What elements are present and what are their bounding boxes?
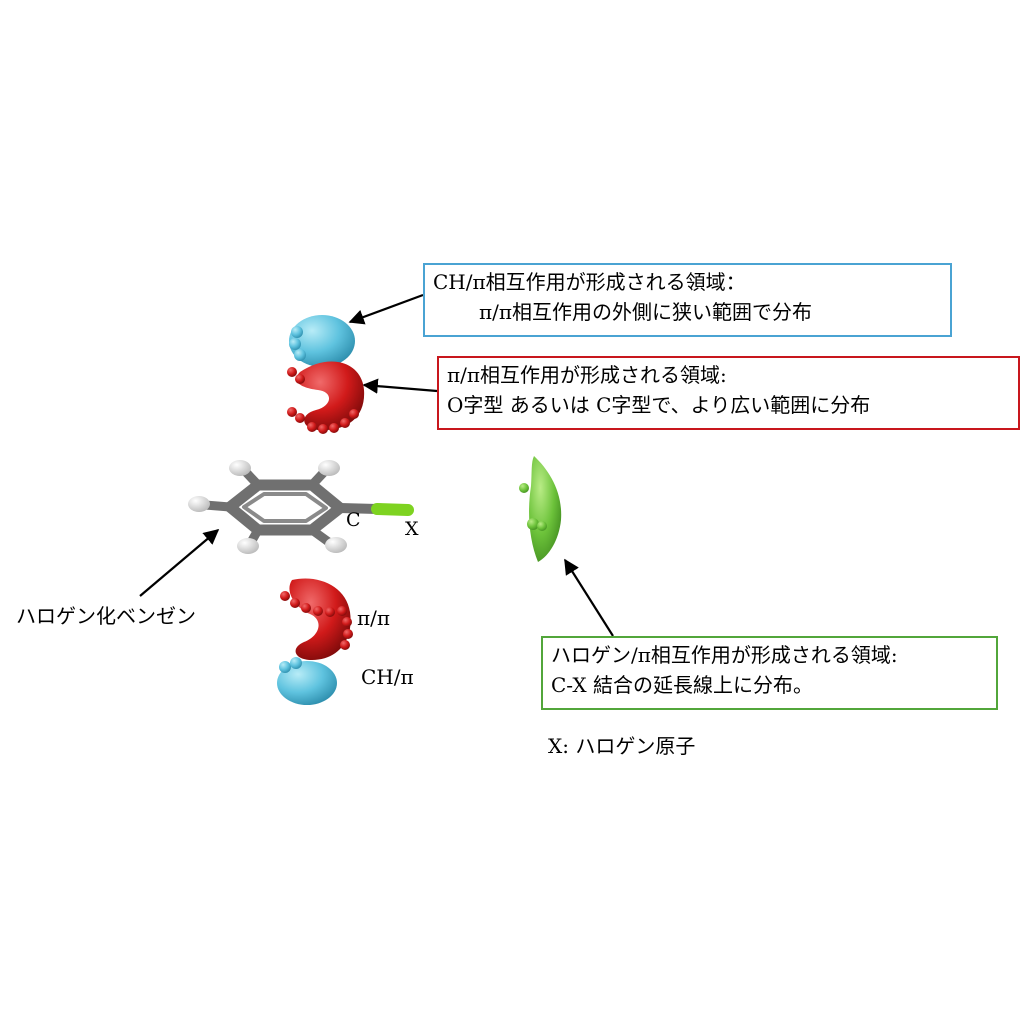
arrow-to-benzene xyxy=(139,529,220,597)
carbon-atom-label: C xyxy=(346,509,361,531)
ch-pi-label: CH/π xyxy=(361,665,414,689)
ch-pi-region-upper xyxy=(289,315,355,367)
ch-pi-region-lower xyxy=(277,657,337,705)
arrow-to-pi-pi-region xyxy=(362,378,438,394)
halogen-pi-callout-line2: C-X 結合の延長線上に分布。 xyxy=(551,673,813,697)
halogen-pi-callout-line1: ハロゲン/π相互作用が形成される領域: xyxy=(551,643,898,667)
pi-pi-region-lower xyxy=(280,578,353,660)
ch-pi-callout: CH/π相互作用が形成される領域： π/π相互作用の外側に狭い範囲で分布 xyxy=(423,263,952,337)
pi-pi-label: π/π xyxy=(357,606,391,630)
halobenzene-molecule xyxy=(188,460,414,554)
halogen-definition: X: ハロゲン原子 xyxy=(548,734,696,758)
ch-pi-callout-line2: π/π相互作用の外側に狭い範囲で分布 xyxy=(479,300,813,324)
ch-pi-callout-line1: CH/π相互作用が形成される領域： xyxy=(433,270,746,294)
pi-pi-callout-line1: π/π相互作用が形成される領域: xyxy=(447,363,727,387)
benzene-label: ハロゲン化ベンゼン xyxy=(16,604,196,628)
arrow-to-halogen-region xyxy=(564,558,614,637)
halogen-pi-callout: ハロゲン/π相互作用が形成される領域: C-X 結合の延長線上に分布。 xyxy=(541,636,998,710)
pi-pi-callout: π/π相互作用が形成される領域: O字型 あるいは C字型で、より広い範囲に分布 xyxy=(437,356,1020,430)
pi-pi-callout-line2: O字型 あるいは C字型で、より広い範囲に分布 xyxy=(447,393,871,417)
halogen-atom-label: X xyxy=(405,518,419,540)
halogen-pi-region xyxy=(519,456,562,562)
pi-pi-region-upper xyxy=(287,361,365,434)
arrow-to-ch-pi-region xyxy=(348,293,424,325)
